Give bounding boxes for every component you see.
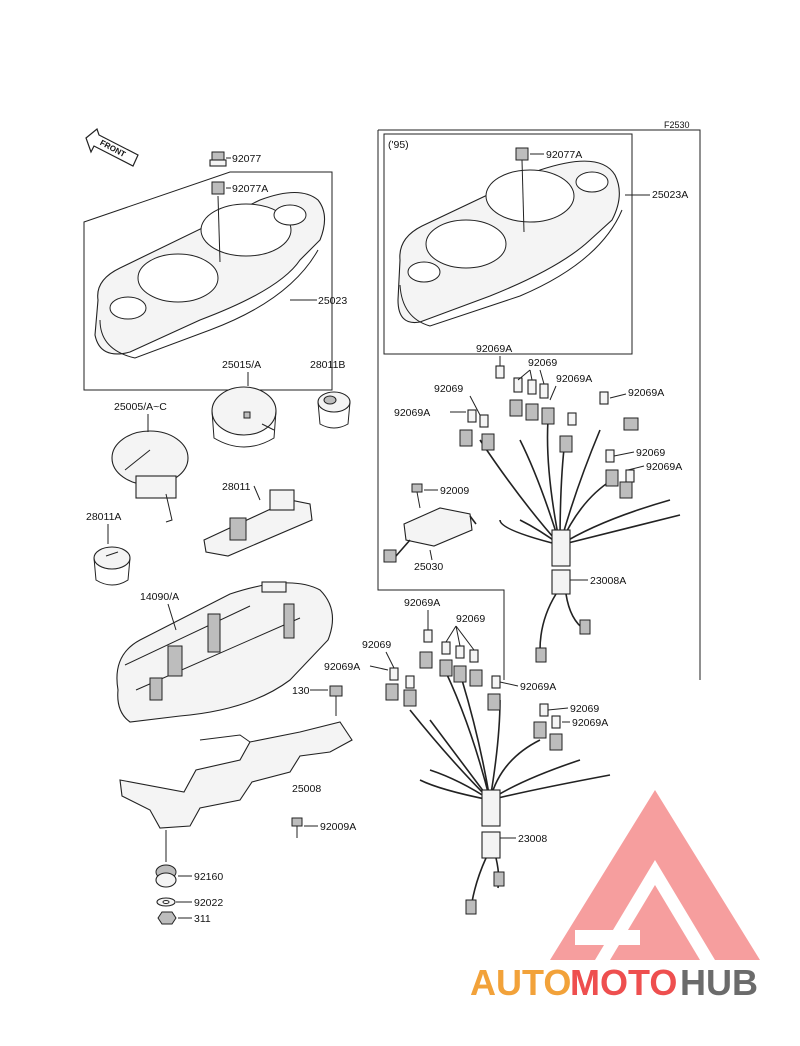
callout-92009: 92009	[440, 485, 469, 497]
lamp-28011B	[317, 391, 351, 429]
callout-92069A-6: 92069A	[404, 597, 440, 609]
callout-28011B: 28011B	[310, 359, 345, 371]
automotohub-logo: AUTO MOTO HUB	[470, 790, 760, 1003]
callout-92069A-5: 92069A	[646, 461, 682, 473]
bulb-sockets-upper	[459, 365, 639, 499]
gauge-25015	[211, 386, 277, 448]
callout-25008: 25008	[292, 783, 321, 795]
grommet-92160	[155, 864, 177, 888]
callout-130: 130	[292, 685, 310, 697]
circuit-board-25008	[119, 721, 353, 829]
knob-92077	[209, 151, 227, 167]
meter-cover-right	[397, 160, 623, 327]
callout-92069A-8: 92069A	[520, 681, 556, 693]
callout-25005: 25005/A~C	[114, 401, 167, 413]
bracket-28011	[203, 489, 313, 557]
callout-25023A: 25023A	[652, 189, 688, 201]
front-arrow-icon: FRONT	[85, 127, 139, 167]
knob-92077A-left	[211, 181, 225, 263]
callout-92077A-right: 92077A	[546, 149, 582, 161]
module-25030	[383, 507, 477, 563]
callout-92160: 92160	[194, 871, 223, 883]
callout-25023: 25023	[318, 295, 347, 307]
meter-case-14090	[116, 581, 334, 723]
callout-92077: 92077	[232, 153, 261, 165]
callout-92069-3: 92069	[636, 447, 665, 459]
left-group-frame	[83, 171, 333, 391]
callout-25015: 25015/A	[222, 359, 261, 371]
logo-text-moto: MOTO	[570, 962, 677, 1003]
screw-92009A	[291, 817, 303, 838]
callout-14090: 14090/A	[140, 591, 179, 603]
year-note: ('95)	[388, 139, 409, 151]
callout-92069A-7: 92069A	[324, 661, 360, 673]
callout-92069A-4: 92069A	[628, 387, 664, 399]
harness-23008	[409, 659, 611, 915]
lamp-28011A	[93, 546, 131, 586]
callout-92069-4: 92069	[456, 613, 485, 625]
callout-92009A: 92009A	[320, 821, 356, 833]
harness-23008A	[479, 419, 681, 663]
callout-92069-1: 92069	[528, 357, 557, 369]
right-cover-frame	[383, 133, 633, 355]
gauge-25005	[111, 430, 189, 523]
knob-92077A-right	[515, 147, 529, 233]
callout-92069A-1: 92069A	[476, 343, 512, 355]
figure-code: F2530	[664, 120, 690, 130]
callout-311: 311	[194, 913, 211, 925]
callout-28011A: 28011A	[86, 511, 121, 523]
screw-130	[329, 685, 343, 716]
callout-25030: 25030	[414, 561, 443, 573]
right-group-frame	[378, 129, 701, 680]
callout-92069-2: 92069	[434, 383, 463, 395]
callout-92069-6: 92069	[570, 703, 599, 715]
callout-92069A-2: 92069A	[556, 373, 592, 385]
washer-92022	[156, 897, 176, 907]
callout-23008: 23008	[518, 833, 547, 845]
callout-23008A: 23008A	[590, 575, 626, 587]
callout-92022: 92022	[194, 897, 223, 909]
logo-text-hub: HUB	[680, 962, 758, 1003]
callout-92069A-3: 92069A	[394, 407, 430, 419]
logo-text-auto: AUTO	[470, 962, 571, 1003]
screw-92009	[411, 483, 423, 509]
callout-28011: 28011	[222, 481, 251, 493]
callout-92069A-9: 92069A	[572, 717, 608, 729]
callout-92077A-left: 92077A	[232, 183, 268, 195]
nut-311	[157, 911, 177, 925]
meter-cover-left	[94, 191, 326, 359]
callout-92069-5: 92069	[362, 639, 391, 651]
